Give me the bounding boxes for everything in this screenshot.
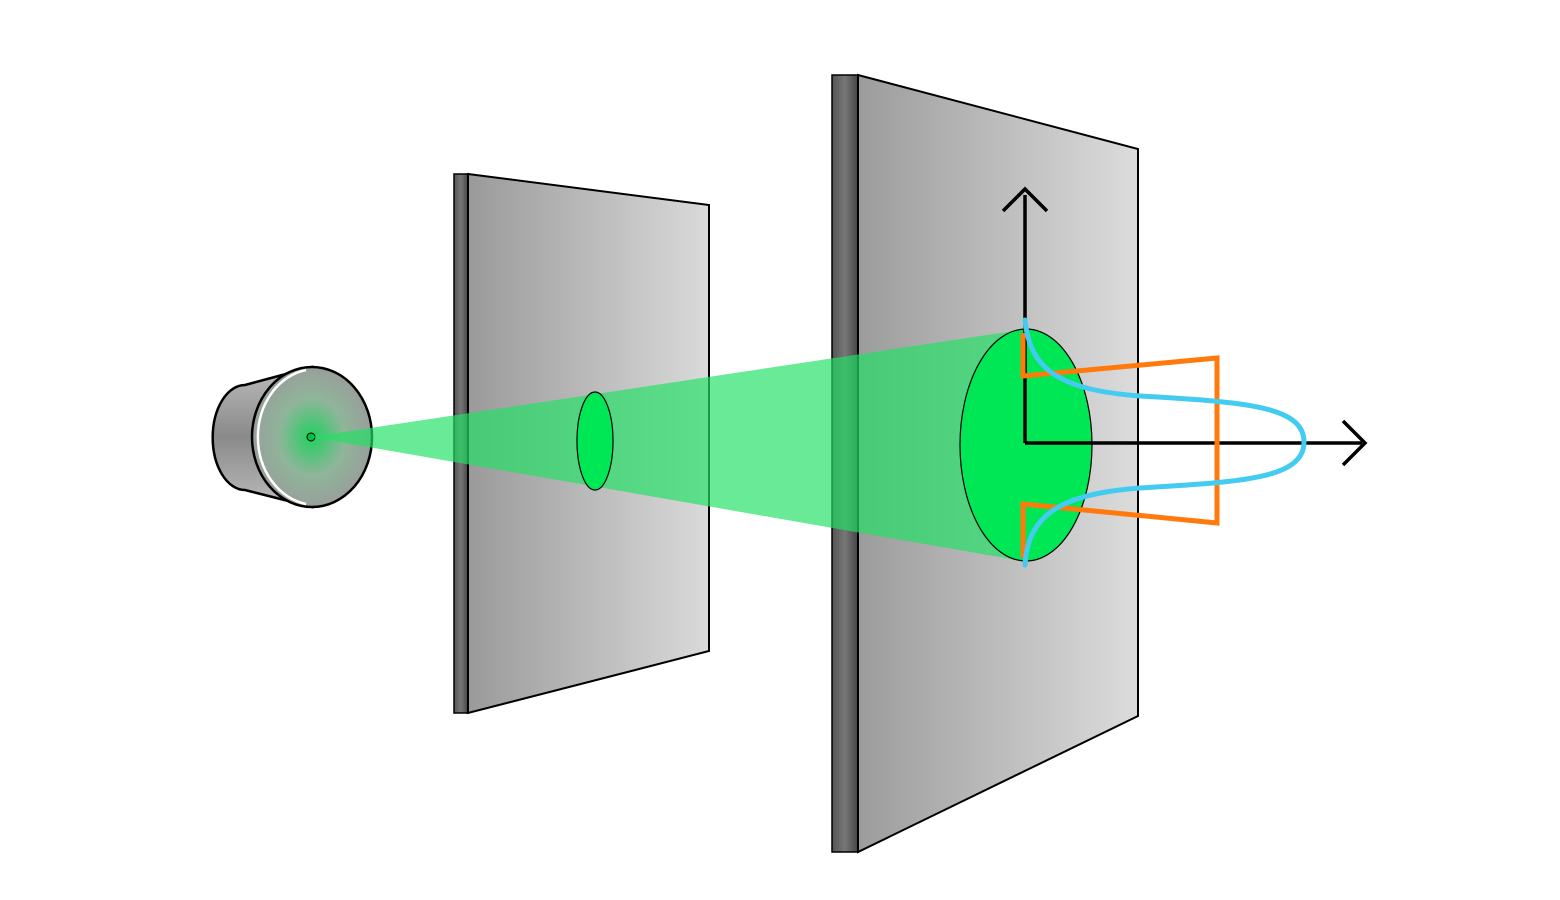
cylinder-rim-highlight (256, 368, 307, 506)
aperture-hole (576, 391, 614, 491)
gaussian-profile (1022, 317, 1307, 568)
light-source (211, 365, 374, 509)
horizontal-axis-arrow-icon (1341, 419, 1368, 467)
rectangular-profile (1020, 333, 1220, 558)
beam-cone (311, 330, 1022, 561)
vertical-axis-arrow-icon (1001, 186, 1049, 213)
